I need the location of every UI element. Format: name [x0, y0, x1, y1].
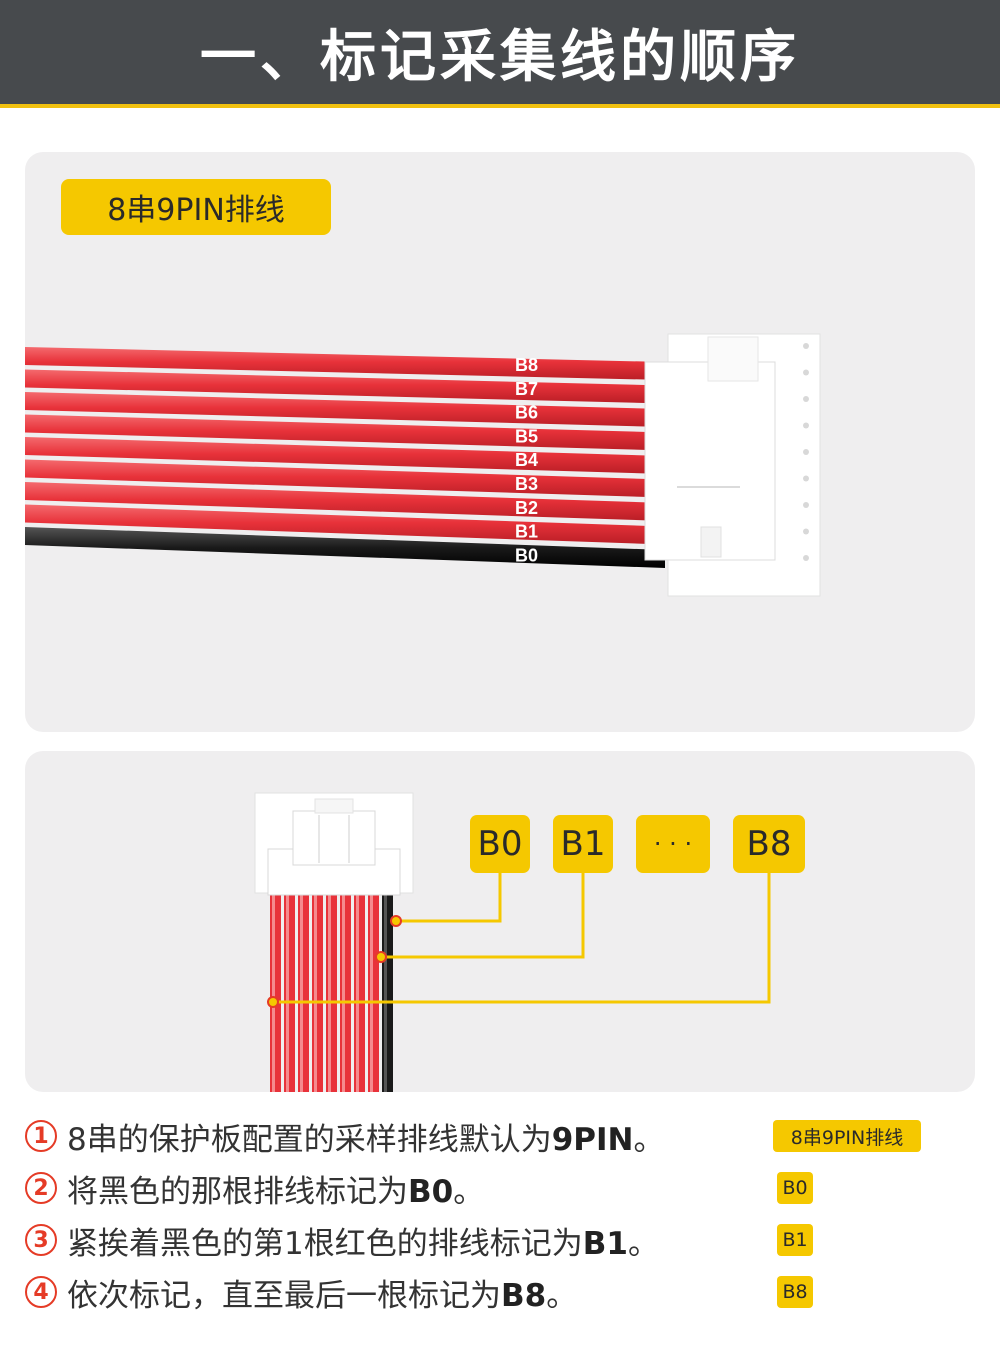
wire-red	[298, 891, 309, 1092]
connector-pin	[803, 528, 809, 535]
label-box-ellipsis: · · ·	[636, 815, 710, 873]
step-end: 。	[633, 1121, 665, 1158]
step-2: 2 将黑色的那根排线标记为B0。	[25, 1166, 484, 1210]
wire-red	[326, 891, 337, 1092]
connector-pin	[803, 343, 809, 349]
wire-highlight	[370, 891, 373, 1092]
wire-red	[25, 459, 665, 498]
marker-b1	[375, 951, 387, 963]
wire-red	[312, 891, 323, 1092]
wire-label-b1: B1	[515, 522, 538, 542]
marker-b0	[390, 915, 402, 927]
step-number: 2	[25, 1172, 57, 1204]
label-box-b8: B8	[733, 815, 805, 873]
wire-label-b2: B2	[515, 498, 538, 518]
labeling-illustration	[254, 792, 771, 1092]
step-bold: B0	[408, 1173, 454, 1210]
wire-red	[354, 891, 365, 1092]
label-panel: B0 B1 · · · B8	[25, 751, 975, 1092]
wire-label-b0: B0	[515, 545, 538, 565]
wire-red	[25, 392, 665, 427]
step-end: 。	[627, 1225, 659, 1262]
callout-b1	[381, 869, 585, 959]
wire-red	[284, 891, 295, 1092]
step-text: 紧挨着黑色的第1根红色的排线标记为	[67, 1225, 583, 1262]
connector-pin	[803, 369, 809, 376]
wire-red	[25, 347, 665, 380]
step-text: 将黑色的那根排线标记为	[67, 1173, 408, 1210]
wire-red	[25, 504, 665, 545]
marker-b8	[267, 996, 279, 1008]
wire-label-b6: B6	[515, 403, 538, 423]
wire-red	[270, 891, 281, 1092]
step-bold: B1	[582, 1225, 628, 1262]
step-1-tag: 8串9PIN排线	[773, 1120, 921, 1152]
step-end: 。	[453, 1173, 485, 1210]
wire-highlight	[314, 891, 317, 1092]
wire-label-b4: B4	[515, 450, 538, 470]
connector-pin	[803, 422, 809, 429]
step-4: 4 依次标记，直至最后一根标记为B8。	[25, 1270, 577, 1314]
wire-label-b5: B5	[515, 426, 538, 446]
wire-highlight	[342, 891, 345, 1092]
step-2-tag: B0	[777, 1172, 813, 1204]
connector-pin	[803, 502, 809, 508]
step-3-tag: B1	[777, 1224, 813, 1256]
step-4-tag: B8	[777, 1276, 813, 1308]
wire-highlight	[328, 891, 331, 1092]
page-title: 一、标记采集线的顺序	[200, 24, 800, 90]
wire-red	[25, 369, 665, 404]
wire-label-b7: B7	[515, 379, 538, 399]
step-1: 1 8串的保护板配置的采样排线默认为9PIN。	[25, 1114, 665, 1158]
wire-red	[368, 891, 379, 1092]
callout-b8	[273, 869, 771, 1004]
wire-red	[25, 482, 665, 521]
wire-black	[25, 527, 665, 568]
wire-red	[340, 891, 351, 1092]
wire-highlight	[272, 891, 275, 1092]
step-bold: B8	[501, 1277, 547, 1314]
wire-red	[25, 437, 665, 474]
connector-pin	[803, 475, 809, 482]
step-text: 8串的保护板配置的采样排线默认为	[67, 1121, 552, 1158]
step-number: 3	[25, 1224, 57, 1256]
wire-red	[25, 414, 665, 451]
wire-highlight	[356, 891, 359, 1092]
connector-pin	[803, 396, 809, 402]
step-bold: 9PIN	[551, 1121, 634, 1158]
step-number: 4	[25, 1276, 57, 1308]
label-box-b0: B0	[470, 815, 530, 873]
wire-highlight	[300, 891, 303, 1092]
wire-highlight	[286, 891, 289, 1092]
step-end: 。	[546, 1277, 578, 1314]
step-3: 3 紧挨着黑色的第1根红色的排线标记为B1。	[25, 1218, 659, 1262]
connector-pin	[803, 449, 809, 455]
step-number: 1	[25, 1120, 57, 1152]
wire-label-b8: B8	[515, 355, 538, 375]
callout-b0	[396, 869, 502, 923]
wire-black	[382, 891, 393, 1092]
connector-pin	[803, 555, 809, 561]
wire-highlight	[384, 891, 387, 1092]
cable-type-tag: 8串9PIN排线	[61, 179, 331, 235]
step-text: 依次标记，直至最后一根标记为	[67, 1277, 501, 1314]
page-header: 一、标记采集线的顺序	[0, 0, 1000, 108]
label-box-b1: B1	[553, 815, 613, 873]
wire-label-b3: B3	[515, 474, 538, 494]
